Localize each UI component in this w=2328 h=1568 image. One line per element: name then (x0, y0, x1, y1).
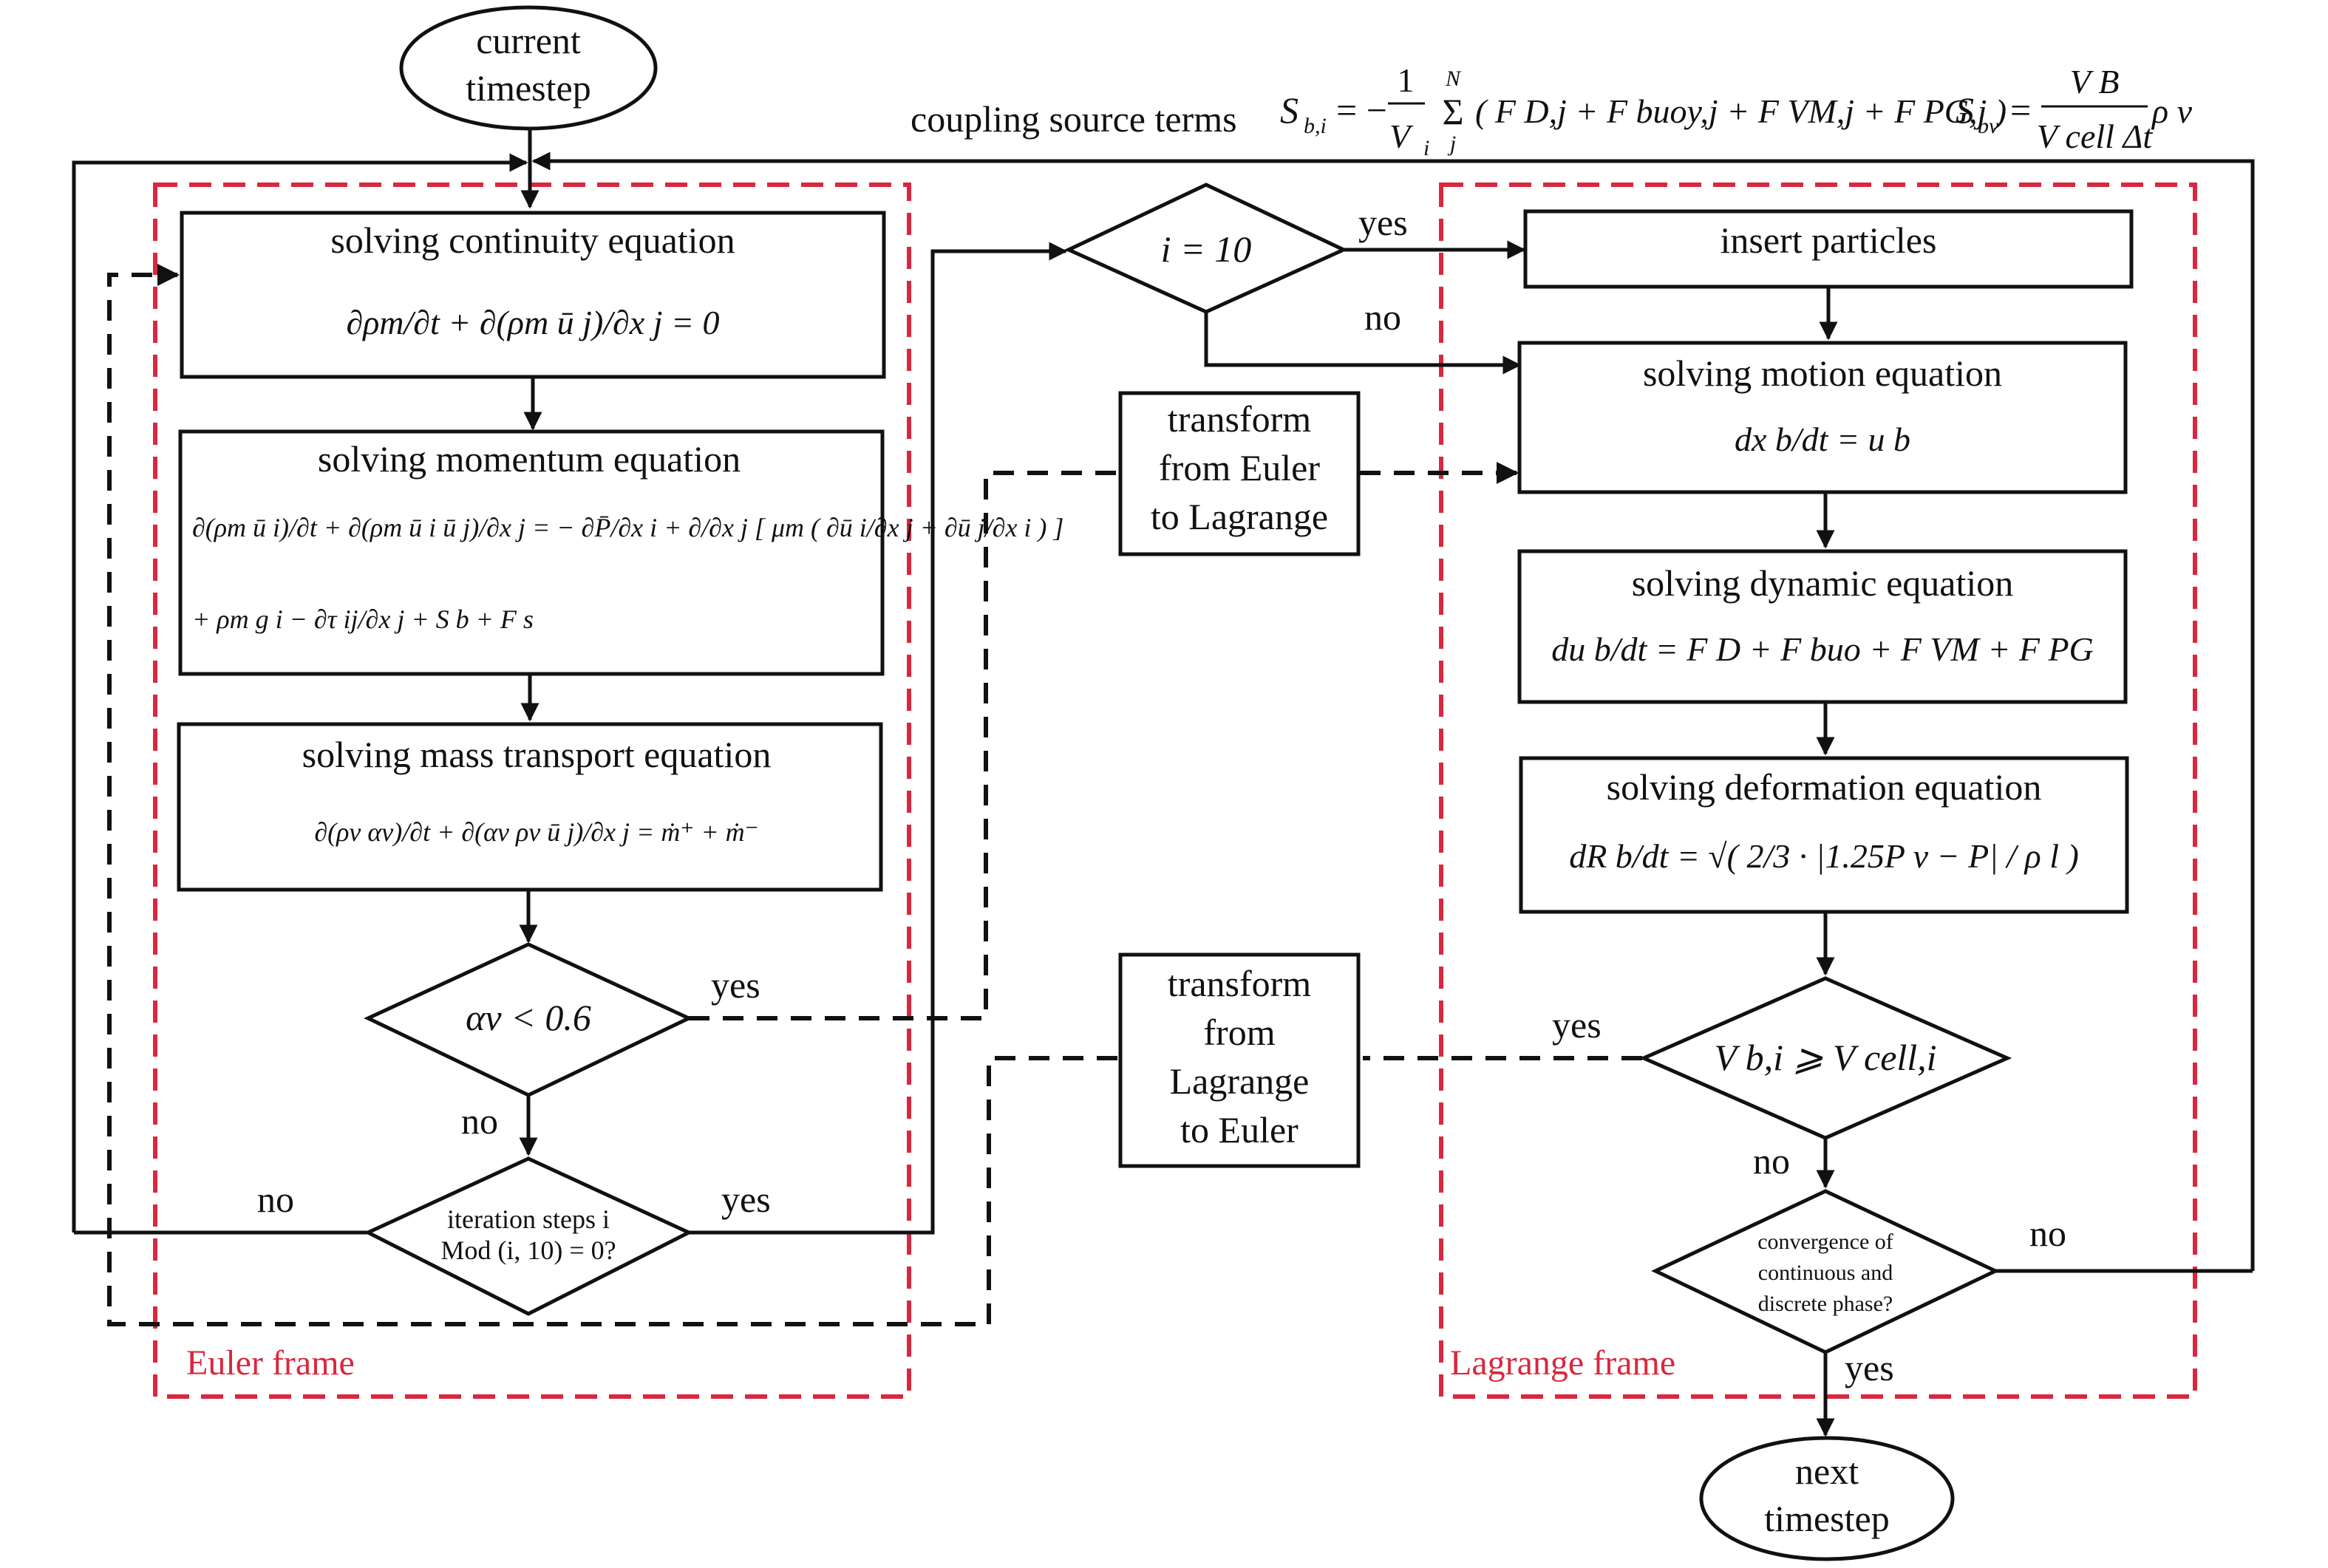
insert-particles-box: insert particles (1523, 209, 2134, 289)
svg-text:insert particles: insert particles (1721, 219, 1937, 261)
svg-text:∂ρm/∂t + ∂(ρm ū j)/∂x j = 0: ∂ρm/∂t + ∂(ρm ū j)/∂x j = 0 (346, 304, 719, 341)
start-terminal: current timestep (399, 5, 658, 131)
svg-text:Lagrange: Lagrange (1170, 1060, 1310, 1102)
svg-text:S: S (1956, 89, 1974, 131)
volume-yes-label: yes (1552, 1004, 1602, 1046)
svg-text:transform: transform (1168, 398, 1311, 440)
svg-text:current: current (476, 20, 581, 61)
volume-no-label: no (1753, 1140, 1790, 1182)
euler-frame (153, 183, 911, 1399)
svg-text:= −: = − (1336, 89, 1387, 131)
momentum-box: solving momentum equation ∂(ρm ū i)/∂t +… (178, 429, 1063, 676)
transform-euler-to-lagrange: transform from Euler to Lagrange (1118, 391, 1361, 556)
svg-text:i = 10: i = 10 (1161, 228, 1252, 270)
svg-text:+ ρm g i − ∂τ ij/∂x j + S b +: + ρm g i − ∂τ ij/∂x j + S b + F s (192, 604, 534, 634)
svg-text:( F D,j + F buoy,j + F VM,j +: ( F D,j + F buoy,j + F VM,j + F PG,j ) (1475, 92, 2007, 130)
i10-yes-label: yes (1358, 202, 1408, 243)
deformation-box: solving deformation equation dR b/dt = √… (1519, 756, 2129, 914)
svg-text:V cell Δt: V cell Δt (2037, 117, 2154, 155)
alpha-decision: αv < 0.6 (364, 942, 693, 1097)
convergence-yes-label: yes (1845, 1347, 1894, 1388)
svg-text:Mod (i, 10) = 0?: Mod (i, 10) = 0? (440, 1235, 616, 1265)
svg-text:ρ v: ρ v (2151, 92, 2193, 130)
svg-text:iteration steps i: iteration steps i (447, 1204, 610, 1234)
svg-text:solving mass transport equatio: solving mass transport equation (302, 734, 772, 775)
svg-text:dx b/dt = u b: dx b/dt = u b (1735, 420, 1910, 458)
convergence-decision: convergence of continuous and discrete p… (1651, 1189, 2000, 1354)
volume-decision: V b,i ⩾ V cell,i (1638, 976, 2012, 1140)
svg-text:V B: V B (2070, 63, 2120, 100)
continuity-box: solving continuity equation ∂ρm/∂t + ∂(ρ… (180, 211, 886, 379)
alpha-no-label: no (461, 1100, 498, 1142)
svg-text:discrete phase?: discrete phase? (1758, 1292, 1893, 1316)
svg-text:to Euler: to Euler (1180, 1109, 1299, 1151)
mass-transport-box: solving mass transport equation ∂(ρv αv)… (177, 722, 883, 892)
svg-text:i: i (1423, 136, 1429, 160)
svg-text:from: from (1203, 1012, 1275, 1053)
svg-text:j: j (1447, 132, 1456, 156)
svg-text:V: V (1389, 117, 1414, 155)
svg-text:coupling source terms: coupling source terms (911, 98, 1237, 140)
alpha-yes-label: yes (711, 964, 760, 1006)
end-terminal: next timestep (1699, 1436, 1955, 1561)
svg-text:timestep: timestep (466, 67, 590, 109)
svg-text:du b/dt = F D + F buo + F VM +: du b/dt = F D + F buo + F VM + F PG (1551, 630, 2094, 668)
svg-text:next: next (1795, 1451, 1859, 1492)
svg-text:V b,i ⩾ V cell,i: V b,i ⩾ V cell,i (1714, 1037, 1936, 1078)
svg-text:1: 1 (1398, 61, 1415, 99)
svg-text:solving motion equation: solving motion equation (1643, 352, 2002, 394)
iter-no-label: no (257, 1179, 294, 1220)
dynamic-box: solving dynamic equation du b/dt = F D +… (1517, 549, 2128, 704)
svg-text:to Lagrange: to Lagrange (1151, 496, 1328, 537)
motion-box: solving motion equation dx b/dt = u b (1517, 341, 2128, 494)
svg-text:continuous and: continuous and (1758, 1261, 1893, 1285)
euler-frame-label: Euler frame (186, 1343, 355, 1383)
i10-no-label: no (1364, 296, 1401, 338)
svg-text:solving continuity equation: solving continuity equation (330, 219, 735, 261)
svg-text:convergence of: convergence of (1757, 1230, 1893, 1254)
svg-text:∂(ρv αv)/∂t + ∂(αv ρv ū j)/∂x: ∂(ρv αv)/∂t + ∂(αv ρv ū j)/∂x j = ṁ⁺ + ṁ… (314, 817, 758, 847)
svg-text:solving dynamic equation: solving dynamic equation (1632, 562, 2014, 604)
svg-text:b,i: b,i (1304, 114, 1327, 138)
iteration-decision: iteration steps i Mod (i, 10) = 0? (364, 1156, 693, 1316)
svg-text:∂(ρm ū i)/∂t + ∂(ρm ū i ū j)/∂: ∂(ρm ū i)/∂t + ∂(ρm ū i ū j)/∂x j = − ∂P… (192, 513, 1063, 542)
svg-text:from Euler: from Euler (1159, 447, 1320, 488)
svg-text:S: S (1280, 89, 1299, 131)
convergence-no-label: no (2029, 1213, 2066, 1254)
svg-text:N: N (1445, 67, 1462, 91)
svg-text:Σ: Σ (1442, 91, 1463, 132)
svg-text:solving momentum equation: solving momentum equation (318, 438, 741, 480)
coupling-source-terms: coupling source terms S b,i = − 1 V i N … (911, 61, 2193, 160)
svg-text:timestep: timestep (1764, 1498, 1889, 1539)
svg-text:bv: bv (1978, 114, 1999, 138)
svg-text:transform: transform (1168, 963, 1311, 1004)
svg-text:dR b/dt = √( 2/3 · |1.25P v −: dR b/dt = √( 2/3 · |1.25P v − P| / ρ l ) (1569, 837, 2079, 875)
i-equals-10-decision: i = 10 (1064, 183, 1348, 314)
svg-text:solving deformation equation: solving deformation equation (1607, 766, 2042, 808)
iter-yes-label: yes (721, 1179, 771, 1220)
lagrange-frame-label: Lagrange frame (1450, 1343, 1675, 1383)
transform-lagrange-to-euler: transform from Lagrange to Euler (1118, 952, 1361, 1168)
svg-text:=: = (2010, 89, 2031, 131)
svg-text:αv < 0.6: αv < 0.6 (466, 997, 591, 1038)
lagrange-frame (1439, 183, 2197, 1399)
